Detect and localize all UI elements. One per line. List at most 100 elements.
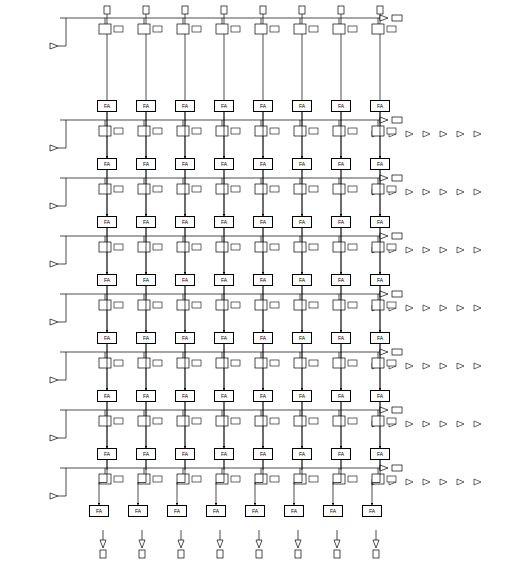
wire [378,352,379,358]
wire [370,18,380,19]
gate-tag [348,244,357,250]
carry-wire [380,112,381,158]
output-pin [334,550,340,558]
cell-label: FA [174,509,180,514]
wire [261,468,262,474]
adder-cell: FA [214,332,234,344]
gate-tag [192,128,201,134]
adder-cell: FA [292,274,312,286]
and-gate [216,416,228,426]
wire [105,352,106,358]
wire [222,468,223,474]
inverter-symbol [474,421,481,427]
row-bus [60,120,370,121]
carry-wire [107,402,108,448]
cell-label: FA [377,220,383,225]
wire [300,294,301,300]
gate-tag [309,186,318,192]
buffer-symbol [50,377,58,383]
adder-cell: FA [206,505,226,517]
adder-cell: FA [253,158,273,170]
gate-tag [270,418,279,424]
gate-tag [270,476,279,482]
adder-cell: FA [136,274,156,286]
wire [261,352,262,358]
and-gate [294,184,306,194]
cell-label: FA [221,452,227,457]
gate-tag [387,186,396,192]
carry-wire [302,344,303,390]
buffer-symbol [380,407,388,413]
carry-wire [341,402,342,448]
wire [105,178,106,184]
wire [144,294,145,300]
inverter-symbol [440,363,447,369]
carry-wire [185,344,186,390]
and-gate [216,242,228,252]
and-gate [177,242,189,252]
adder-cell: FA [175,274,195,286]
wire [261,236,262,242]
adder-cell: FA [97,274,117,286]
wire [300,352,301,358]
carry-wire [177,460,185,505]
wire [378,468,379,474]
inverter-symbol [457,305,464,311]
adder-cell: FA [253,390,273,402]
and-gate [255,300,267,310]
adder-cell: FA [214,100,234,112]
inverter-symbol [423,305,430,311]
cell-label: FA [143,452,149,457]
adder-cell: FA [323,505,343,517]
adder-cell: FA [214,390,234,402]
cell-label: FA [260,336,266,341]
and-gate [294,358,306,368]
adder-cell: FA [284,505,304,517]
gate-tag [153,244,162,250]
adder-cell: FA [253,100,273,112]
adder-cell: FA [331,100,351,112]
gate-tag [231,418,240,424]
output-pin [256,550,262,558]
cell-label: FA [182,104,188,109]
buffer-symbol [100,540,106,548]
inverter-symbol [474,189,481,195]
gate-tag [231,244,240,250]
and-gate [177,300,189,310]
gate-tag [153,26,162,32]
wire [370,294,380,295]
gate-tag [348,26,357,32]
adder-cell: FA [97,390,117,402]
adder-cell: FA [136,332,156,344]
and-gate [99,242,111,252]
gate-tag [387,418,396,424]
row-bus [60,410,370,411]
carry-wire [224,344,225,390]
and-gate [255,358,267,368]
cell-label: FA [260,394,266,399]
cell-label: FA [182,162,188,167]
adder-cell: FA [97,158,117,170]
cell-label: FA [377,452,383,457]
wire [370,410,380,411]
gate-tag [153,418,162,424]
carry-wire [302,402,303,448]
cell-label: FA [377,336,383,341]
gate-tag [270,244,279,250]
carry-wire [302,112,303,158]
buffer-symbol [50,43,58,49]
wire [183,468,184,474]
gate-tag [348,360,357,366]
inverter-symbol [423,247,430,253]
wire [58,148,66,149]
adder-cell: FA [136,448,156,460]
gate-tag [192,302,201,308]
gate-tag [270,186,279,192]
gate-tag [387,360,396,366]
cell-label: FA [104,278,110,283]
adder-cell: FA [331,216,351,228]
wire [222,178,223,184]
carry-wire [263,228,264,274]
carry-wire [380,286,381,332]
gate-tag [231,26,240,32]
